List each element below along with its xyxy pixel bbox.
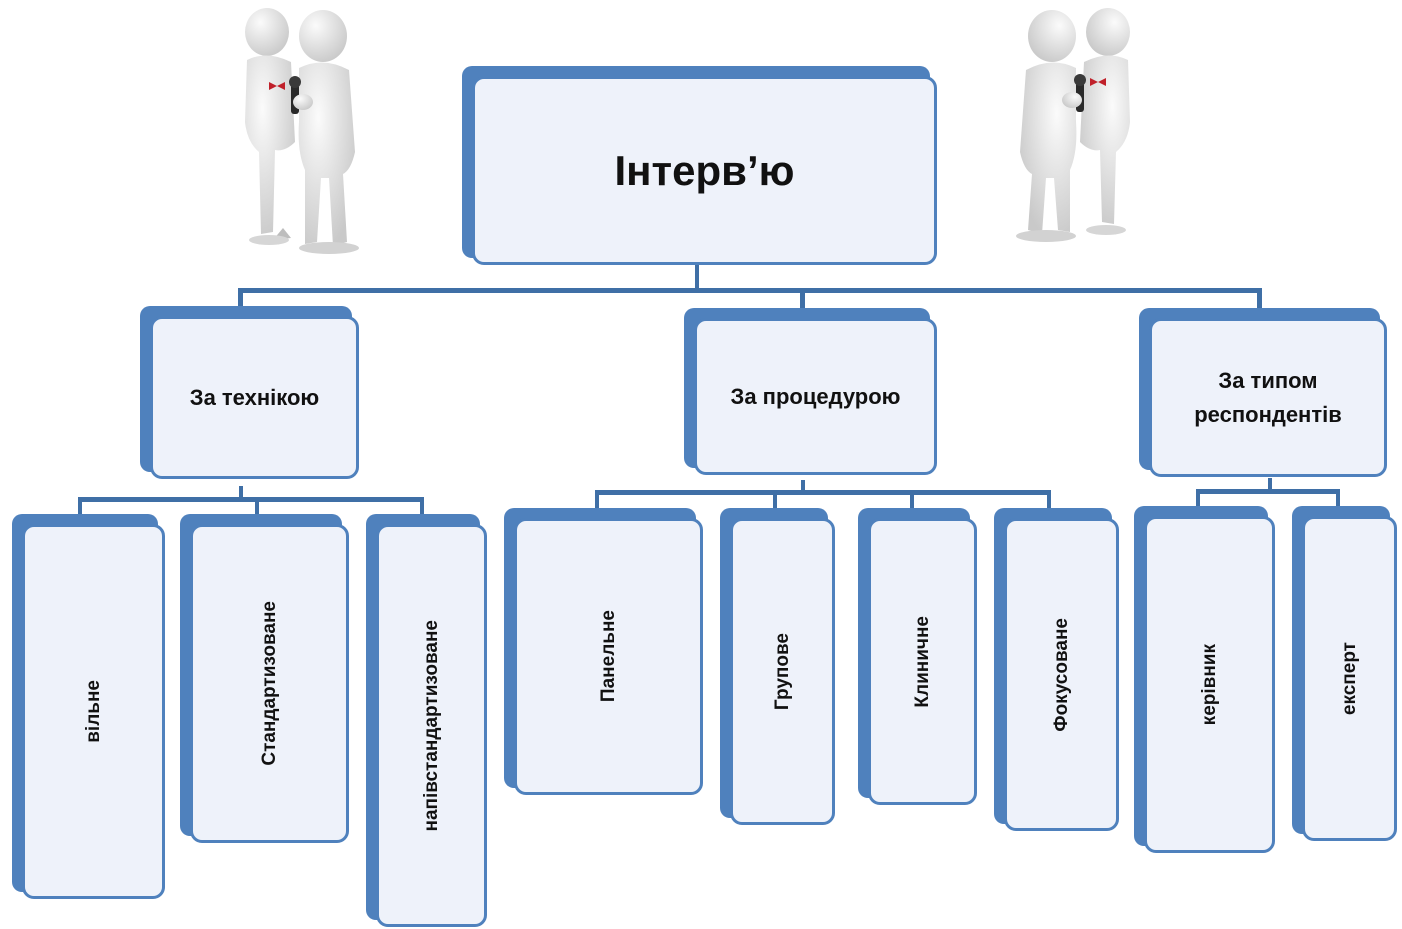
leaf-node-body: Панельне	[514, 518, 703, 795]
category-node-body: За типом респондентів	[1149, 318, 1387, 477]
connector-cat1-drop	[238, 288, 243, 312]
leaf-node-label: Стандартизоване	[258, 601, 280, 766]
leaf-node-label: керівник	[1198, 643, 1220, 726]
leaf-node-expert: експерт	[1292, 506, 1397, 841]
connector-leaf4-drop	[595, 490, 599, 510]
leaf-node-body: керівник	[1144, 516, 1275, 853]
leaf-node-label: вільне	[82, 680, 104, 743]
connector-leaf1-drop	[78, 497, 82, 515]
leaf-node-label: Фокусоване	[1050, 617, 1072, 732]
leaf-node-label: Панельне	[597, 610, 619, 703]
connector-cat2-bar	[595, 490, 1051, 495]
root-node: Інтерв’ю	[462, 66, 937, 265]
leaf-node-label: Клиничне	[911, 615, 933, 708]
leaf-node-panel: Панельне	[504, 508, 703, 795]
category-node-respondents: За типом респондентів	[1139, 308, 1387, 477]
connector-cat3-stem	[1268, 478, 1272, 492]
leaf-node-body: Клиничне	[868, 518, 977, 805]
category-node-body: За технікою	[150, 316, 359, 479]
leaf-node-body: напівстандартизоване	[376, 524, 487, 927]
connector-cat3-bar	[1196, 489, 1340, 494]
leaf-node-clinical: Клиничне	[858, 508, 977, 805]
interview-figures-right	[1016, 8, 1130, 242]
leaf-node-body: Фокусоване	[1004, 518, 1119, 831]
leaf-node-body: Стандартизоване	[190, 524, 349, 843]
category-node-body: За процедурою	[694, 318, 937, 475]
connector-leaf9-drop	[1336, 489, 1340, 507]
connector-cat1-stem	[239, 486, 243, 500]
connector-root-stem	[695, 262, 699, 292]
connector-leaf8-drop	[1196, 489, 1200, 507]
connector-cat2-drop	[800, 288, 805, 312]
leaf-node-body: вільне	[22, 524, 165, 899]
leaf-node-label: напівстандартизоване	[420, 619, 442, 832]
root-node-body: Інтерв’ю	[472, 76, 937, 265]
connector-cat1-bar	[78, 497, 424, 502]
leaf-node-label: Групове	[771, 632, 793, 711]
connector-leaf2-drop	[255, 497, 259, 515]
connector-leaf7-drop	[1047, 490, 1051, 510]
connector-cat3-drop	[1257, 288, 1262, 312]
interview-figures-left	[245, 8, 359, 254]
leaf-node-semi-standardized: напівстандартизоване	[366, 514, 487, 927]
category-node-label: За процедурою	[730, 383, 901, 409]
leaf-node-focused: Фокусоване	[994, 508, 1119, 831]
leaf-node-manager: керівник	[1134, 506, 1275, 853]
root-node-label: Інтерв’ю	[614, 146, 795, 194]
category-node-label: За технікою	[189, 384, 320, 410]
leaf-node-body: експерт	[1302, 516, 1397, 841]
category-node-label: За типом респондентів	[1194, 367, 1342, 427]
connector-leaf5-drop	[773, 490, 777, 510]
connector-root-bar	[238, 288, 1262, 293]
category-node-technique: За технікою	[140, 306, 359, 479]
leaf-node-label: експерт	[1338, 641, 1360, 716]
leaf-node-group: Групове	[720, 508, 835, 825]
leaf-node-free: вільне	[12, 514, 165, 899]
leaf-node-standardized: Стандартизоване	[180, 514, 349, 843]
connector-leaf6-drop	[910, 490, 914, 510]
connector-cat2-stem	[801, 480, 805, 494]
connector-leaf3-drop	[420, 497, 424, 515]
leaf-node-body: Групове	[730, 518, 835, 825]
category-node-procedure: За процедурою	[684, 308, 937, 475]
